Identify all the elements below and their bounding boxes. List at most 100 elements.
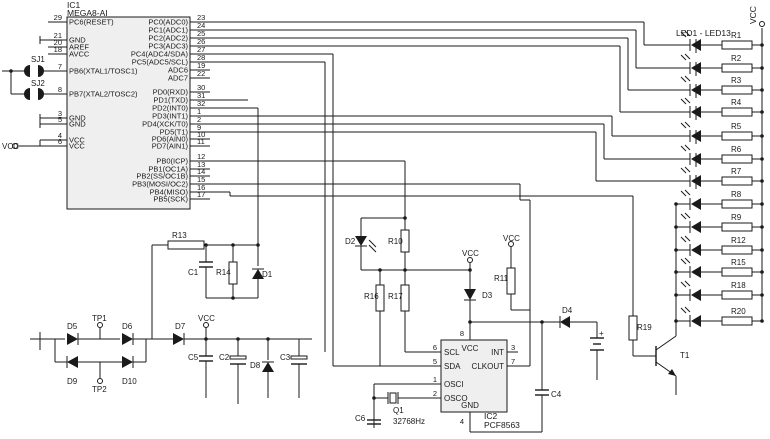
ic1-right-pin-name: PD5(T1): [160, 128, 189, 137]
led-resistor-label: R9: [731, 213, 742, 222]
led-resistor-label: R3: [731, 76, 742, 85]
c1-label: C1: [188, 268, 199, 277]
led-resistor-label: R7: [731, 167, 742, 176]
d9-label: D9: [67, 377, 78, 386]
ic1-part: MEGA8-AI: [67, 8, 108, 18]
ic1-right-pin-name: PC3(ADC3): [148, 42, 188, 51]
vcc-label-r11: VCC: [503, 234, 520, 243]
ic1-right-pin-number: 12: [197, 152, 205, 161]
led-resistor-label: R8: [731, 190, 742, 199]
ic1-right-pin-name: PD2(INT0): [152, 104, 188, 113]
t1-label: T1: [680, 351, 690, 360]
led-resistor: [721, 176, 753, 186]
ic1-right-pin-name: ADC6: [168, 66, 188, 75]
led-resistor: [721, 245, 753, 255]
led-row: R3: [628, 75, 764, 98]
ic2-pin-name: GND: [461, 401, 479, 410]
led-row: R6: [604, 144, 764, 167]
ic1-right-pin-number: 31: [197, 91, 205, 100]
d8-label: D8: [250, 361, 261, 370]
ic1-right-pin-name: PD0(RXD): [153, 88, 189, 97]
led-row: R18: [674, 280, 764, 301]
led-resistor: [721, 290, 753, 300]
c3-label: C3: [280, 353, 291, 362]
ic1-left-pin-number: 29: [54, 13, 62, 22]
ic1-right-pins: 23PC0(ADC0)24PC1(ADC1)25PC2(ADC2)26PC3(A…: [131, 13, 210, 204]
tp2-label: TP2: [92, 385, 107, 394]
led-row: R9: [674, 212, 764, 233]
ic1-right-pin-name: PD7(AIN1): [152, 142, 189, 151]
d5-label: D5: [67, 322, 78, 331]
ic2-pin-name: OSCI: [444, 380, 464, 389]
led-group-label: LED1 - LED13: [676, 28, 731, 38]
led-resistor: [721, 40, 753, 50]
r14-label: R14: [216, 268, 231, 277]
ic2-pin-name: SCL: [444, 348, 460, 357]
led-resistor-label: R2: [731, 54, 742, 63]
led-resistor-label: R6: [731, 145, 742, 154]
led-resistor-label: R18: [731, 281, 746, 290]
ic1-right-pin-number: 23: [197, 13, 205, 22]
led-icon: [691, 198, 701, 210]
ic2-pin-number: 1: [433, 375, 437, 384]
ic1-right-pin-name: PC1(ADC1): [148, 26, 188, 35]
ic1-right-pin-number: 11: [197, 137, 205, 146]
ic1-ref: IC1: [67, 0, 81, 10]
ic1-left-pin-name: AREF: [69, 43, 89, 52]
ic1-body: [66, 16, 191, 210]
r16-label: R16: [364, 292, 379, 301]
ic2-pin-number: 7: [511, 357, 515, 366]
r19-label: R19: [637, 323, 652, 332]
ic1-right-pin-name: PB4(MISO): [150, 188, 189, 197]
led-icon: [691, 221, 701, 233]
led-row: R4: [620, 97, 764, 120]
ic1-left-pin-name: GND: [69, 36, 86, 45]
vcc-terminal-left: [12, 143, 18, 149]
ic1-right-pin-number: 14: [197, 167, 205, 176]
d6-label: D6: [122, 322, 133, 331]
sj1: SJ1: [2, 55, 67, 77]
ic1-right-pin-name: PC2(ADC2): [148, 34, 188, 43]
led-resistor: [721, 222, 753, 232]
led-resistor-label: R15: [731, 258, 746, 267]
ic1-left-pin-number: 3: [58, 109, 62, 118]
r17-label: R17: [388, 292, 403, 301]
d3-label: D3: [482, 291, 493, 300]
ic1-right-pin-name: PD3(INT1): [152, 112, 188, 121]
ic1-left-pin-name: GND: [69, 114, 86, 123]
ic1-left-pin-number: 8: [58, 85, 62, 94]
led-row: R8: [674, 189, 764, 210]
led-resistor: [721, 316, 753, 326]
led-resistor: [721, 131, 753, 141]
c4-label: C4: [551, 390, 562, 399]
ic2-pin-number: 5: [433, 357, 437, 366]
led-resistor: [721, 199, 753, 209]
ic1-right-pin-name: PD1(TXD): [153, 96, 188, 105]
led-resistor: [721, 63, 753, 73]
sj1-label: SJ1: [31, 55, 45, 64]
ic1-right-pin-number: 10: [197, 130, 205, 139]
ic2-part: PCF8563: [484, 420, 520, 430]
ic1-left-pin-name: GND: [69, 120, 86, 129]
vcc-label-bottom: VCC: [198, 314, 215, 323]
ic2-pin-number: 3: [511, 343, 515, 352]
ic1-right-pin-number: 27: [197, 45, 205, 54]
ic1-right-pin-number: 19: [197, 61, 205, 70]
led-row: R12: [674, 235, 764, 256]
ic1-left-pin-number: 18: [54, 45, 62, 54]
led-resistor-label: R20: [731, 307, 746, 316]
vcc-label-right: VCC: [748, 6, 758, 24]
led-icon: [691, 266, 701, 278]
ic2-pin-number: 4: [460, 417, 464, 426]
ic1-right-pin-number: 17: [197, 190, 205, 199]
vcc-label-d3: VCC: [462, 249, 479, 258]
r13: R13: [152, 231, 258, 250]
d10-label: D10: [122, 377, 137, 386]
sj2: SJ2: [10, 71, 67, 100]
d4-label: D4: [562, 306, 573, 315]
c2-label: C2: [219, 353, 230, 362]
